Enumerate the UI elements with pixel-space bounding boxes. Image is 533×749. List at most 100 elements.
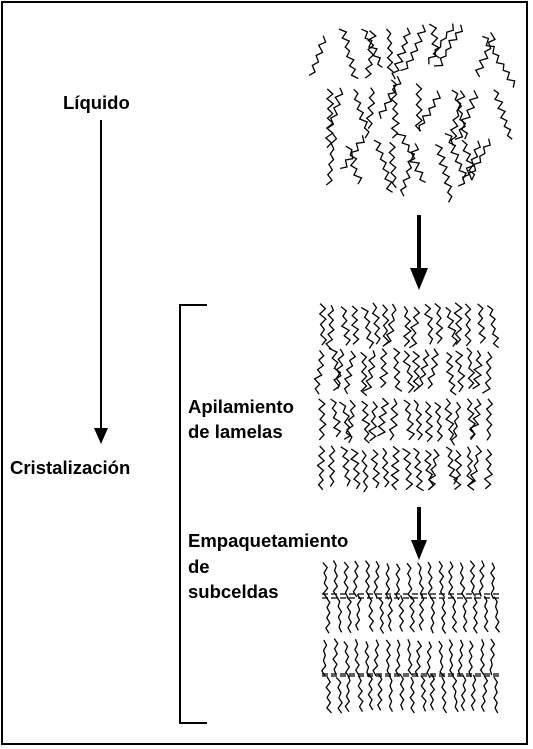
subcell-chain [372, 639, 380, 677]
subcell-chain [459, 562, 466, 599]
process-arrow [94, 120, 108, 444]
subcell-chain [346, 596, 352, 634]
subcell-chain [493, 596, 501, 633]
lamella-chain [450, 401, 462, 446]
liquid-chain [390, 79, 401, 139]
subcell-chain [406, 562, 413, 600]
subcell-chain [489, 638, 496, 676]
subcell-chain [322, 562, 329, 599]
lamella-chain [381, 304, 390, 347]
lamella-chain [427, 448, 440, 491]
subcell-chain [364, 560, 371, 597]
lamella-chain [453, 449, 463, 491]
subcell-chain [387, 594, 394, 632]
liquid-chain [493, 89, 513, 140]
subcell-chain [388, 675, 394, 712]
lamella-chain [361, 400, 371, 444]
lamella-chain [424, 401, 434, 443]
liquid-chain [428, 23, 441, 59]
subcell-chain [438, 640, 445, 678]
liquid-chain [353, 88, 370, 139]
liquid-chain [324, 88, 335, 149]
lamella-chain [328, 347, 342, 389]
liquid-chain [365, 87, 376, 129]
subcell-chain [429, 673, 436, 711]
lamella-chain [403, 399, 416, 441]
liquid-chain [414, 83, 423, 132]
lamella-chain [402, 306, 412, 347]
subcell-chain [483, 595, 489, 633]
lamella-chain [313, 350, 325, 395]
lamella-chain [318, 303, 328, 346]
crystallization-bracket [179, 304, 207, 724]
lamella-chain [361, 450, 369, 493]
liquid-chain [400, 24, 427, 72]
liquid-chain [308, 35, 327, 76]
subcell-chain [373, 560, 380, 598]
lamella-chain [472, 350, 483, 390]
lamella-chain [413, 447, 424, 492]
packing-label-line1: Empaquetamiento [188, 530, 349, 551]
lamella-chain [327, 445, 336, 487]
subcell-chain [417, 562, 425, 599]
lamella-chain [423, 303, 434, 345]
lamella-chain [390, 445, 401, 491]
subcell-chain [355, 593, 362, 631]
lamella-chain [402, 350, 415, 394]
subcell-chain [479, 638, 485, 676]
subcell-chain [367, 595, 375, 632]
subcell-chain [378, 597, 385, 634]
lamella-chain [343, 399, 356, 440]
subcell-chain [377, 673, 383, 711]
liquid-chain [418, 90, 442, 132]
lamella-chain [445, 306, 459, 347]
lamella-chain [453, 302, 463, 346]
lamella-chain [343, 350, 357, 395]
subcell-chain [352, 560, 359, 598]
liquid-chain [461, 139, 476, 181]
liquid-chain [327, 87, 344, 129]
liquid-label: Líquido [63, 92, 130, 113]
liquid-chain [468, 138, 491, 181]
lamella-chain [411, 350, 421, 393]
subcell-chain [407, 638, 413, 676]
liquid-chain [361, 28, 383, 68]
subcell-chain [409, 595, 415, 633]
lamella-chain [481, 351, 493, 394]
liquid-chain [482, 35, 516, 88]
lamella-chain [333, 348, 345, 392]
subcell-chain [398, 595, 405, 632]
lamella-chain [316, 445, 326, 491]
lamella-chain [360, 351, 368, 397]
subcell-chain [335, 676, 343, 714]
lamella-chain [402, 448, 414, 491]
subcell-chain [332, 560, 339, 597]
lamella-chain [340, 306, 351, 346]
subcell-chain [418, 594, 425, 631]
subcell-chain [438, 560, 446, 598]
subcell-chain [451, 596, 458, 633]
stage-arrow-1 [410, 215, 428, 290]
subcell-chain [469, 560, 477, 597]
subcell-chain [336, 596, 343, 633]
liquid-chain [397, 133, 426, 183]
subcell-chain [344, 675, 351, 713]
subcell-chain [354, 639, 360, 676]
subcell-chain [448, 639, 455, 676]
subcell-chain [493, 676, 499, 714]
subcell-chain [325, 596, 331, 634]
liquid-chain [373, 139, 393, 193]
subcell-chain [385, 563, 391, 600]
subcell-chain [472, 596, 478, 634]
lamella-chain [417, 349, 430, 389]
liquid-chain [444, 132, 468, 181]
lamella-chain [434, 401, 444, 442]
subcell-chain [452, 675, 459, 713]
lamella-chain [464, 303, 472, 347]
liquid-chain [457, 140, 482, 187]
stage-arrow-2 [411, 507, 427, 560]
lamella-chain [469, 398, 482, 439]
lamella-chain [444, 398, 455, 441]
